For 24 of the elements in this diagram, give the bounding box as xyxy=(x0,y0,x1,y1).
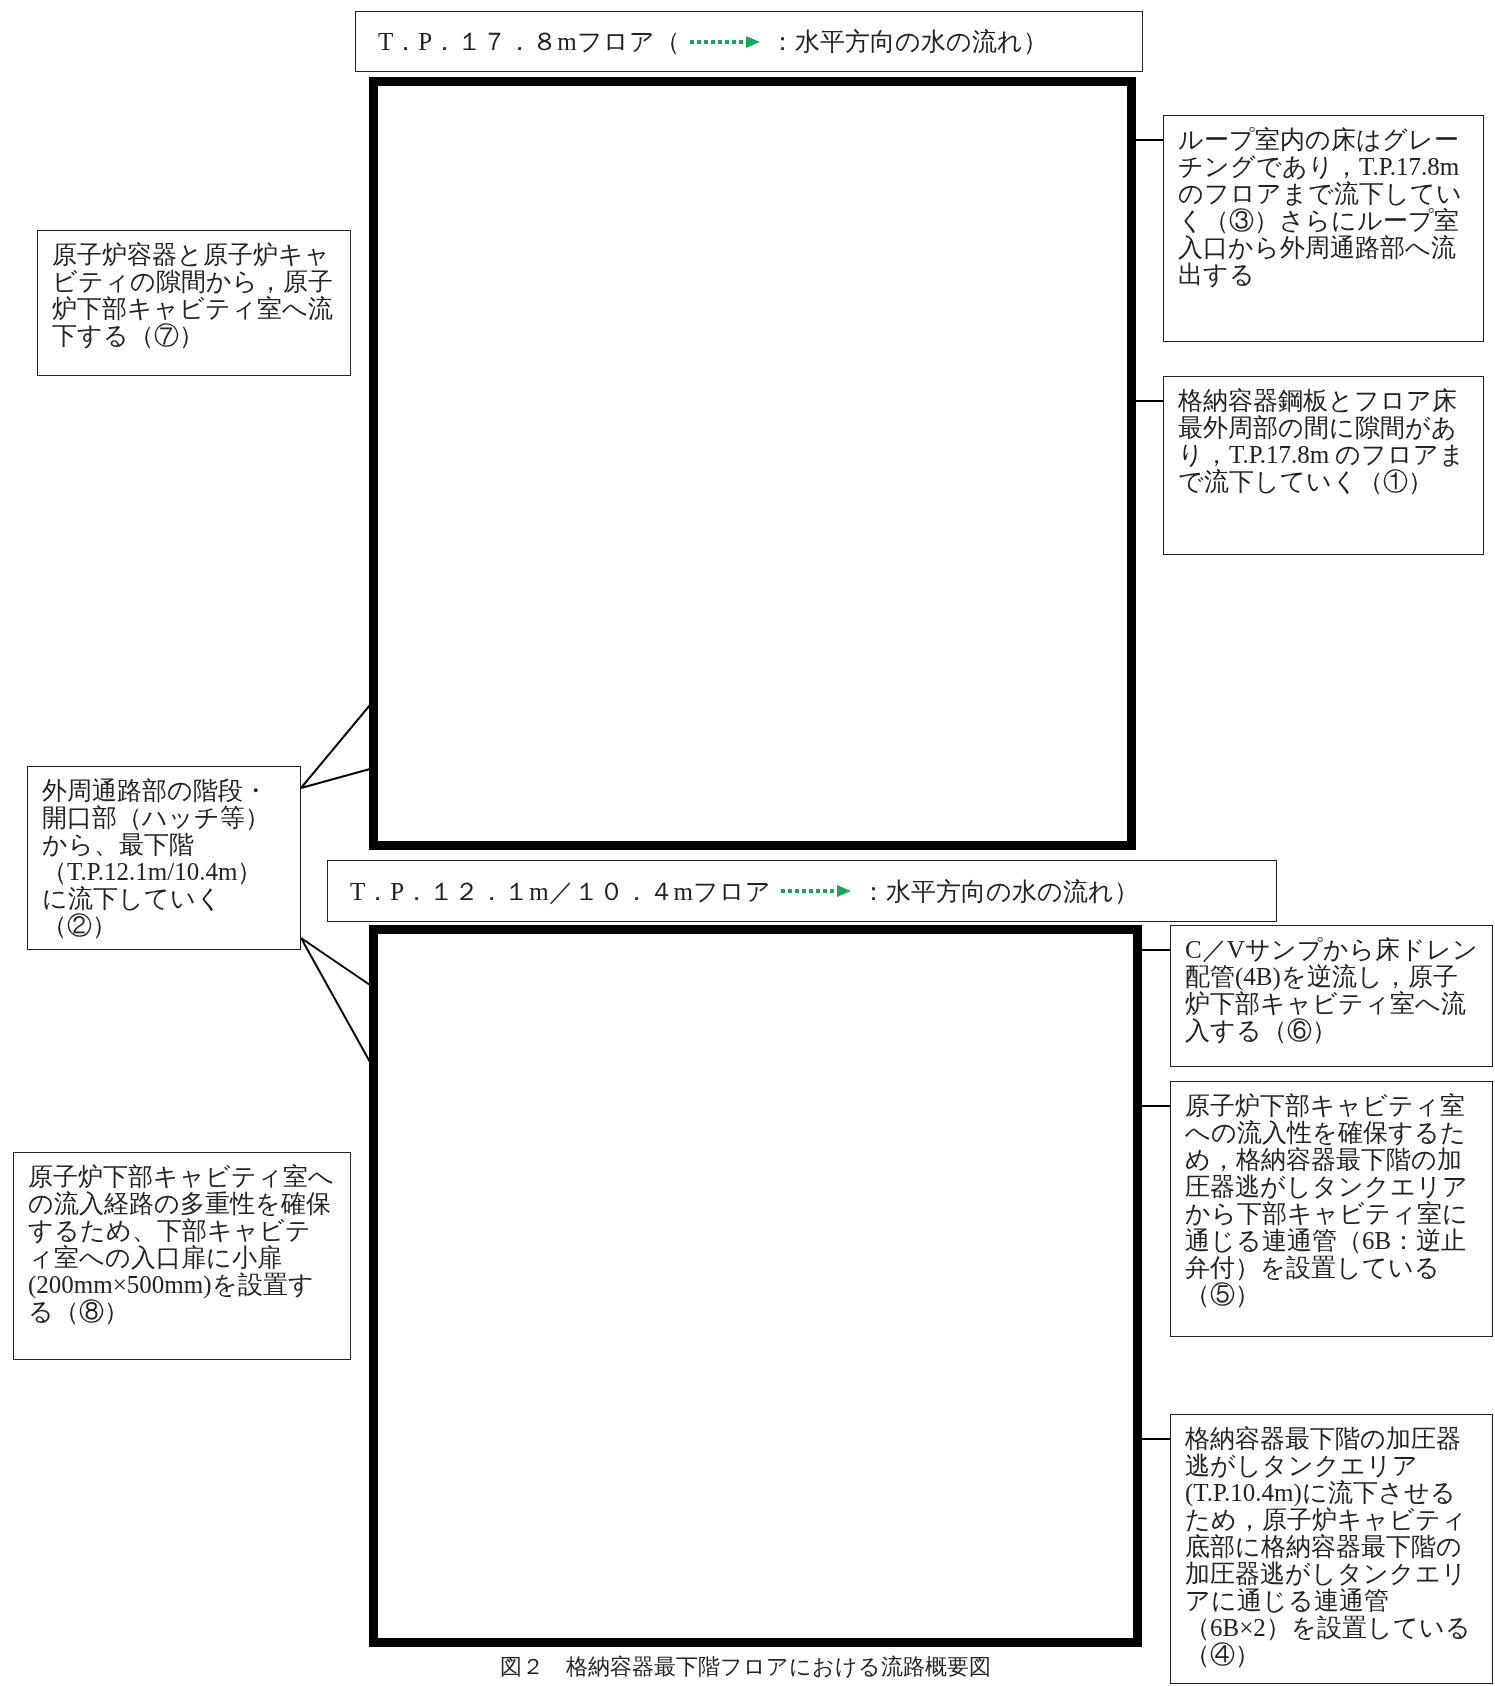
callout-box: 格納容器鋼板とフロア床最外周部の間に隙間があり，T.P.17.8m のフロアまで流下していく（①） xyxy=(1163,376,1484,555)
leader-line xyxy=(1141,1438,1171,1440)
leader-line xyxy=(300,704,371,789)
floor-title: T．P．１７．８mフロア（ xyxy=(378,27,680,57)
legend-text: ：水平方向の水の流れ） xyxy=(769,27,1048,57)
callout-box: 外周通路部の階段・開口部（ハッチ等）から、最下階（T.P.12.1m/10.4m）に流下していく（②） xyxy=(27,766,301,950)
leader-line xyxy=(300,937,371,1063)
floor-plan-frame xyxy=(369,925,1142,1647)
floor-header-box xyxy=(327,860,1277,922)
floor-header-box xyxy=(355,11,1143,72)
callout-box: 格納容器最下階の加圧器逃がしタンクエリア(T.P.10.4m)に流下させるため，原子炉キャビティ底部に格納容器最下階の加圧器逃がしタンクエリアに通じる連通管（6B×2）を設置している（④） xyxy=(1170,1414,1493,1684)
callout-box: C／Vサンプから床ドレン配管(4B)を逆流し，原子炉下部キャビティ室へ流入する（⑥） xyxy=(1170,925,1493,1067)
floor-plan-frame xyxy=(369,77,1136,850)
floor-title: T．P．１２．１m／１０．４mフロア xyxy=(350,876,772,907)
leader-line xyxy=(1141,1105,1171,1107)
legend-text: ：水平方向の水の流れ） xyxy=(861,876,1140,907)
callout-box: ループ室内の床はグレーチングであり，T.P.17.8m のフロアまで流下していく（③）さらにループ室入口から外周通路部へ流出する xyxy=(1163,115,1484,342)
callout-box: 原子炉下部キャビティ室への流入経路の多重性を確保するため、下部キャビティ室への入口扉に小扉(200mm×500mm)を設置する（⑧） xyxy=(13,1152,351,1360)
callout-box: 原子炉下部キャビティ室への流入性を確保するため，格納容器最下階の加圧器逃がしタンクエリアから下部キャビティ室に通じる連通管（6B：逆止弁付）を設置している（⑤） xyxy=(1170,1081,1493,1337)
leader-line xyxy=(1135,400,1164,402)
figure-caption: 図２ 格納容器最下階フロアにおける流路概要図 xyxy=(500,1653,991,1681)
callout-box: 原子炉容器と原子炉キャビティの隙間から，原子炉下部キャビティ室へ流下する（⑦） xyxy=(37,230,351,376)
leader-line xyxy=(1135,139,1164,141)
leader-line xyxy=(1141,949,1171,951)
